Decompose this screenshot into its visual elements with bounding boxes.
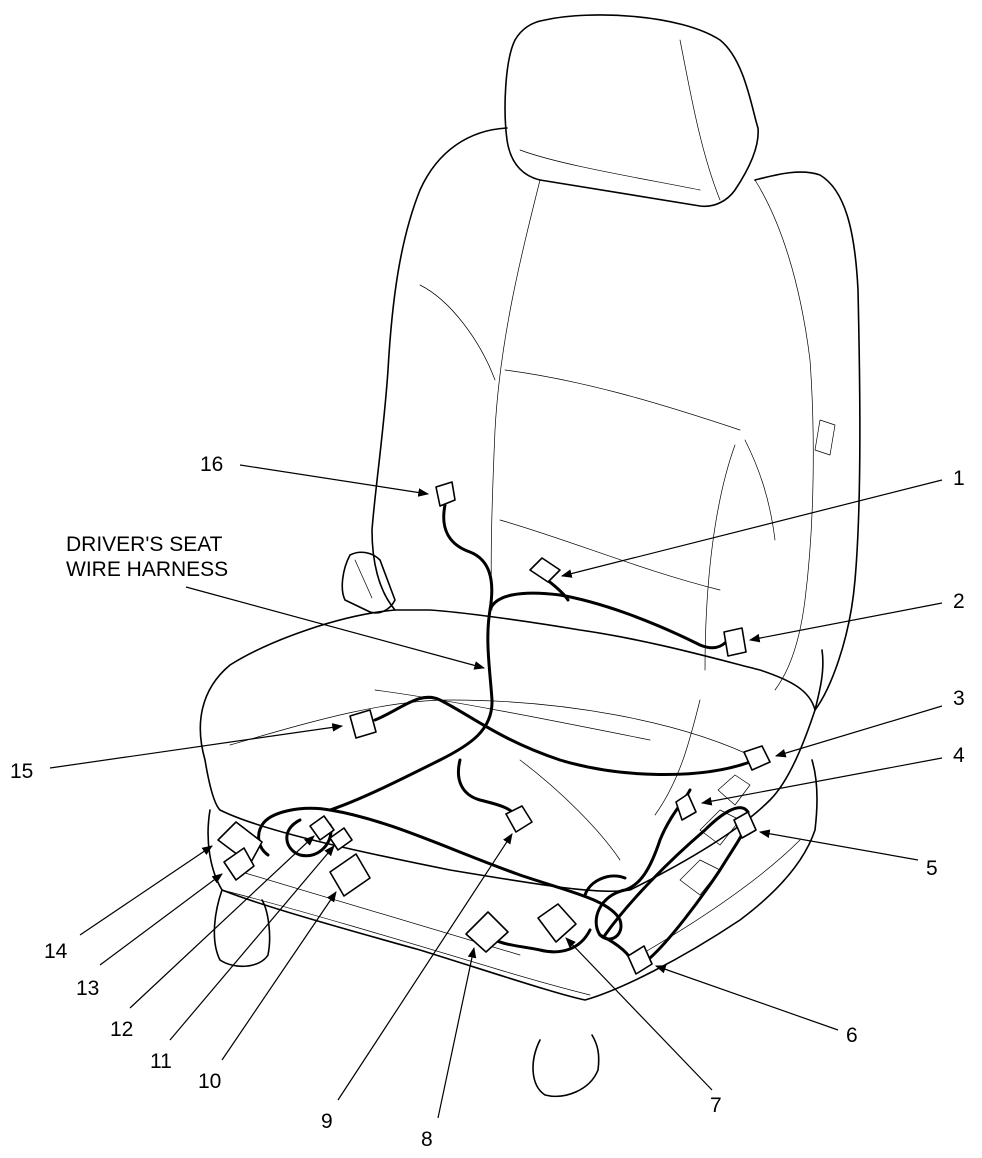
- harness-title-line2: WIRE HARNESS: [66, 558, 228, 581]
- harness-wires: [257, 503, 752, 964]
- connector-1: [529, 557, 561, 583]
- leader-14: [79, 845, 213, 936]
- connector-16: [435, 481, 456, 507]
- headrest: [504, 14, 759, 208]
- callout-13: 13: [76, 977, 99, 1000]
- connector-11: [329, 827, 353, 851]
- leader-6: [654, 965, 839, 1031]
- connector-3: [743, 745, 771, 771]
- callout-11: 11: [150, 1050, 172, 1073]
- connector-7: [537, 903, 577, 943]
- callout-3: 3: [953, 687, 965, 710]
- leader-13: [99, 873, 223, 966]
- connectors: [217, 481, 771, 975]
- recliner-lever: [341, 551, 396, 614]
- leader-title: [185, 586, 486, 670]
- callout-1: 1: [953, 467, 965, 490]
- callout-12: 12: [110, 1018, 133, 1041]
- harness-title-line1: DRIVER'S SEAT: [66, 533, 223, 556]
- leader-1: [560, 479, 943, 578]
- leader-7: [565, 937, 713, 1091]
- connector-6: [627, 945, 653, 975]
- callout-7: 7: [710, 1094, 722, 1117]
- callout-8: 8: [421, 1128, 433, 1151]
- seat-frame: [207, 759, 818, 1001]
- callout-labels: 16 1 2 3 15 4 5 6 7 8 9 10 11 12 13 14: [10, 453, 965, 1151]
- leader-3: [774, 705, 943, 758]
- seat-cushion: [199, 609, 824, 893]
- callout-10: 10: [198, 1070, 221, 1093]
- callout-2: 2: [953, 590, 965, 613]
- callout-16: 16: [200, 453, 223, 476]
- callout-9: 9: [321, 1110, 333, 1133]
- connector-13: [223, 847, 255, 881]
- callout-6: 6: [846, 1024, 858, 1047]
- seat-back: [371, 127, 861, 711]
- connector-8: [465, 911, 509, 953]
- callout-4: 4: [953, 744, 965, 767]
- seat-illustration: [199, 14, 861, 1097]
- connector-15: [349, 709, 377, 739]
- connector-2: [723, 627, 747, 657]
- seat-foot-left: [213, 889, 271, 968]
- leader-15: [49, 723, 344, 769]
- leader-9: [337, 833, 513, 1101]
- connector-5: [733, 811, 757, 839]
- leader-2: [748, 602, 943, 643]
- leader-16: [239, 464, 430, 497]
- connector-4: [675, 793, 697, 821]
- leader-4: [700, 757, 943, 806]
- connector-10: [329, 853, 371, 897]
- connector-12: [309, 815, 335, 841]
- seat-foot-right: [532, 1034, 600, 1097]
- callout-15: 15: [10, 760, 33, 783]
- connector-9: [505, 805, 533, 833]
- leader-8: [437, 946, 477, 1119]
- callout-5: 5: [926, 857, 938, 880]
- leader-5: [758, 829, 919, 861]
- callout-14: 14: [44, 940, 68, 963]
- leader-lines: [49, 464, 943, 1119]
- leader-10: [221, 891, 337, 1061]
- leader-12: [129, 835, 315, 1009]
- leader-11: [169, 845, 335, 1041]
